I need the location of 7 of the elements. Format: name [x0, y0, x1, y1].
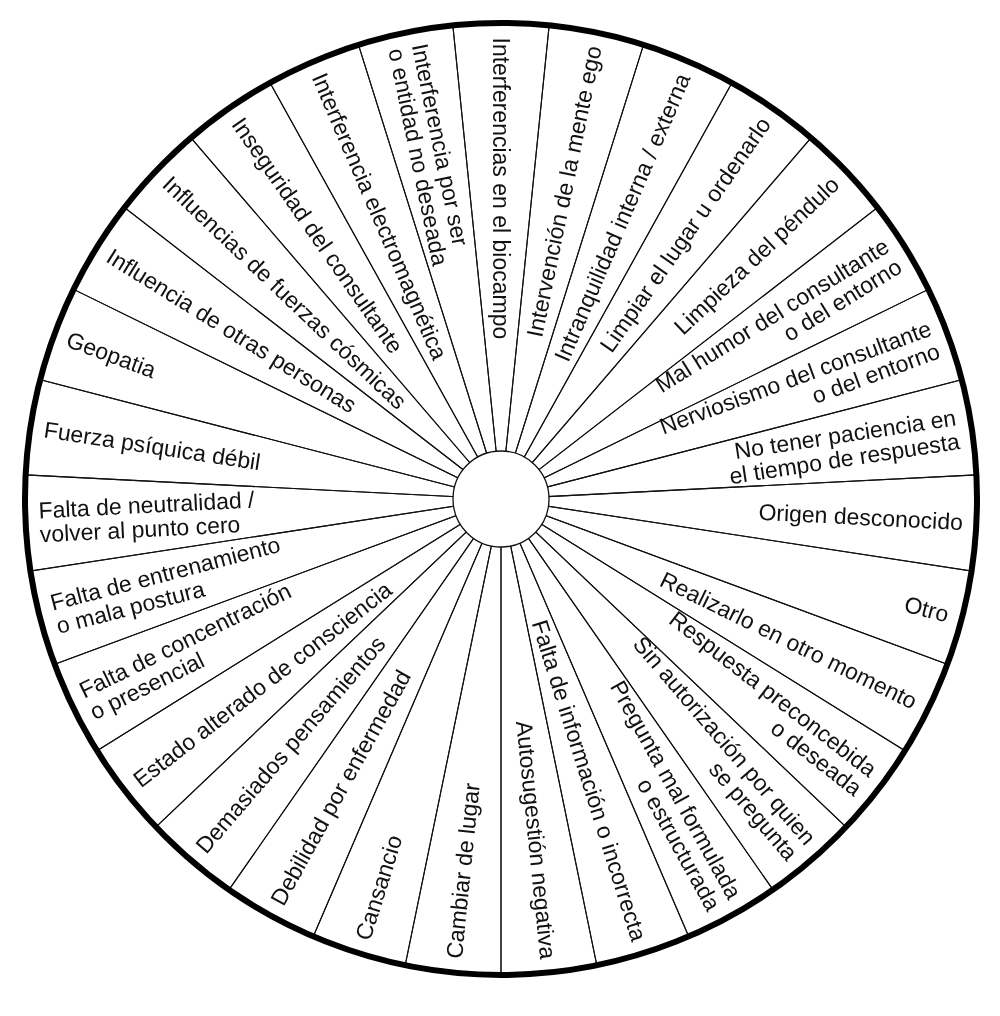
segment-label: Fuerza psíquica débil: [42, 417, 264, 475]
segment-label: Interferencias en el biocampo: [488, 37, 514, 340]
segment-label: Origen desconocido: [756, 499, 963, 535]
segment-label: Cambiar de lugar: [442, 780, 485, 960]
hub-circle: [452, 450, 550, 548]
segment-label: Autosugestión negativa: [511, 719, 560, 960]
segment-label: Otro: [900, 591, 952, 627]
